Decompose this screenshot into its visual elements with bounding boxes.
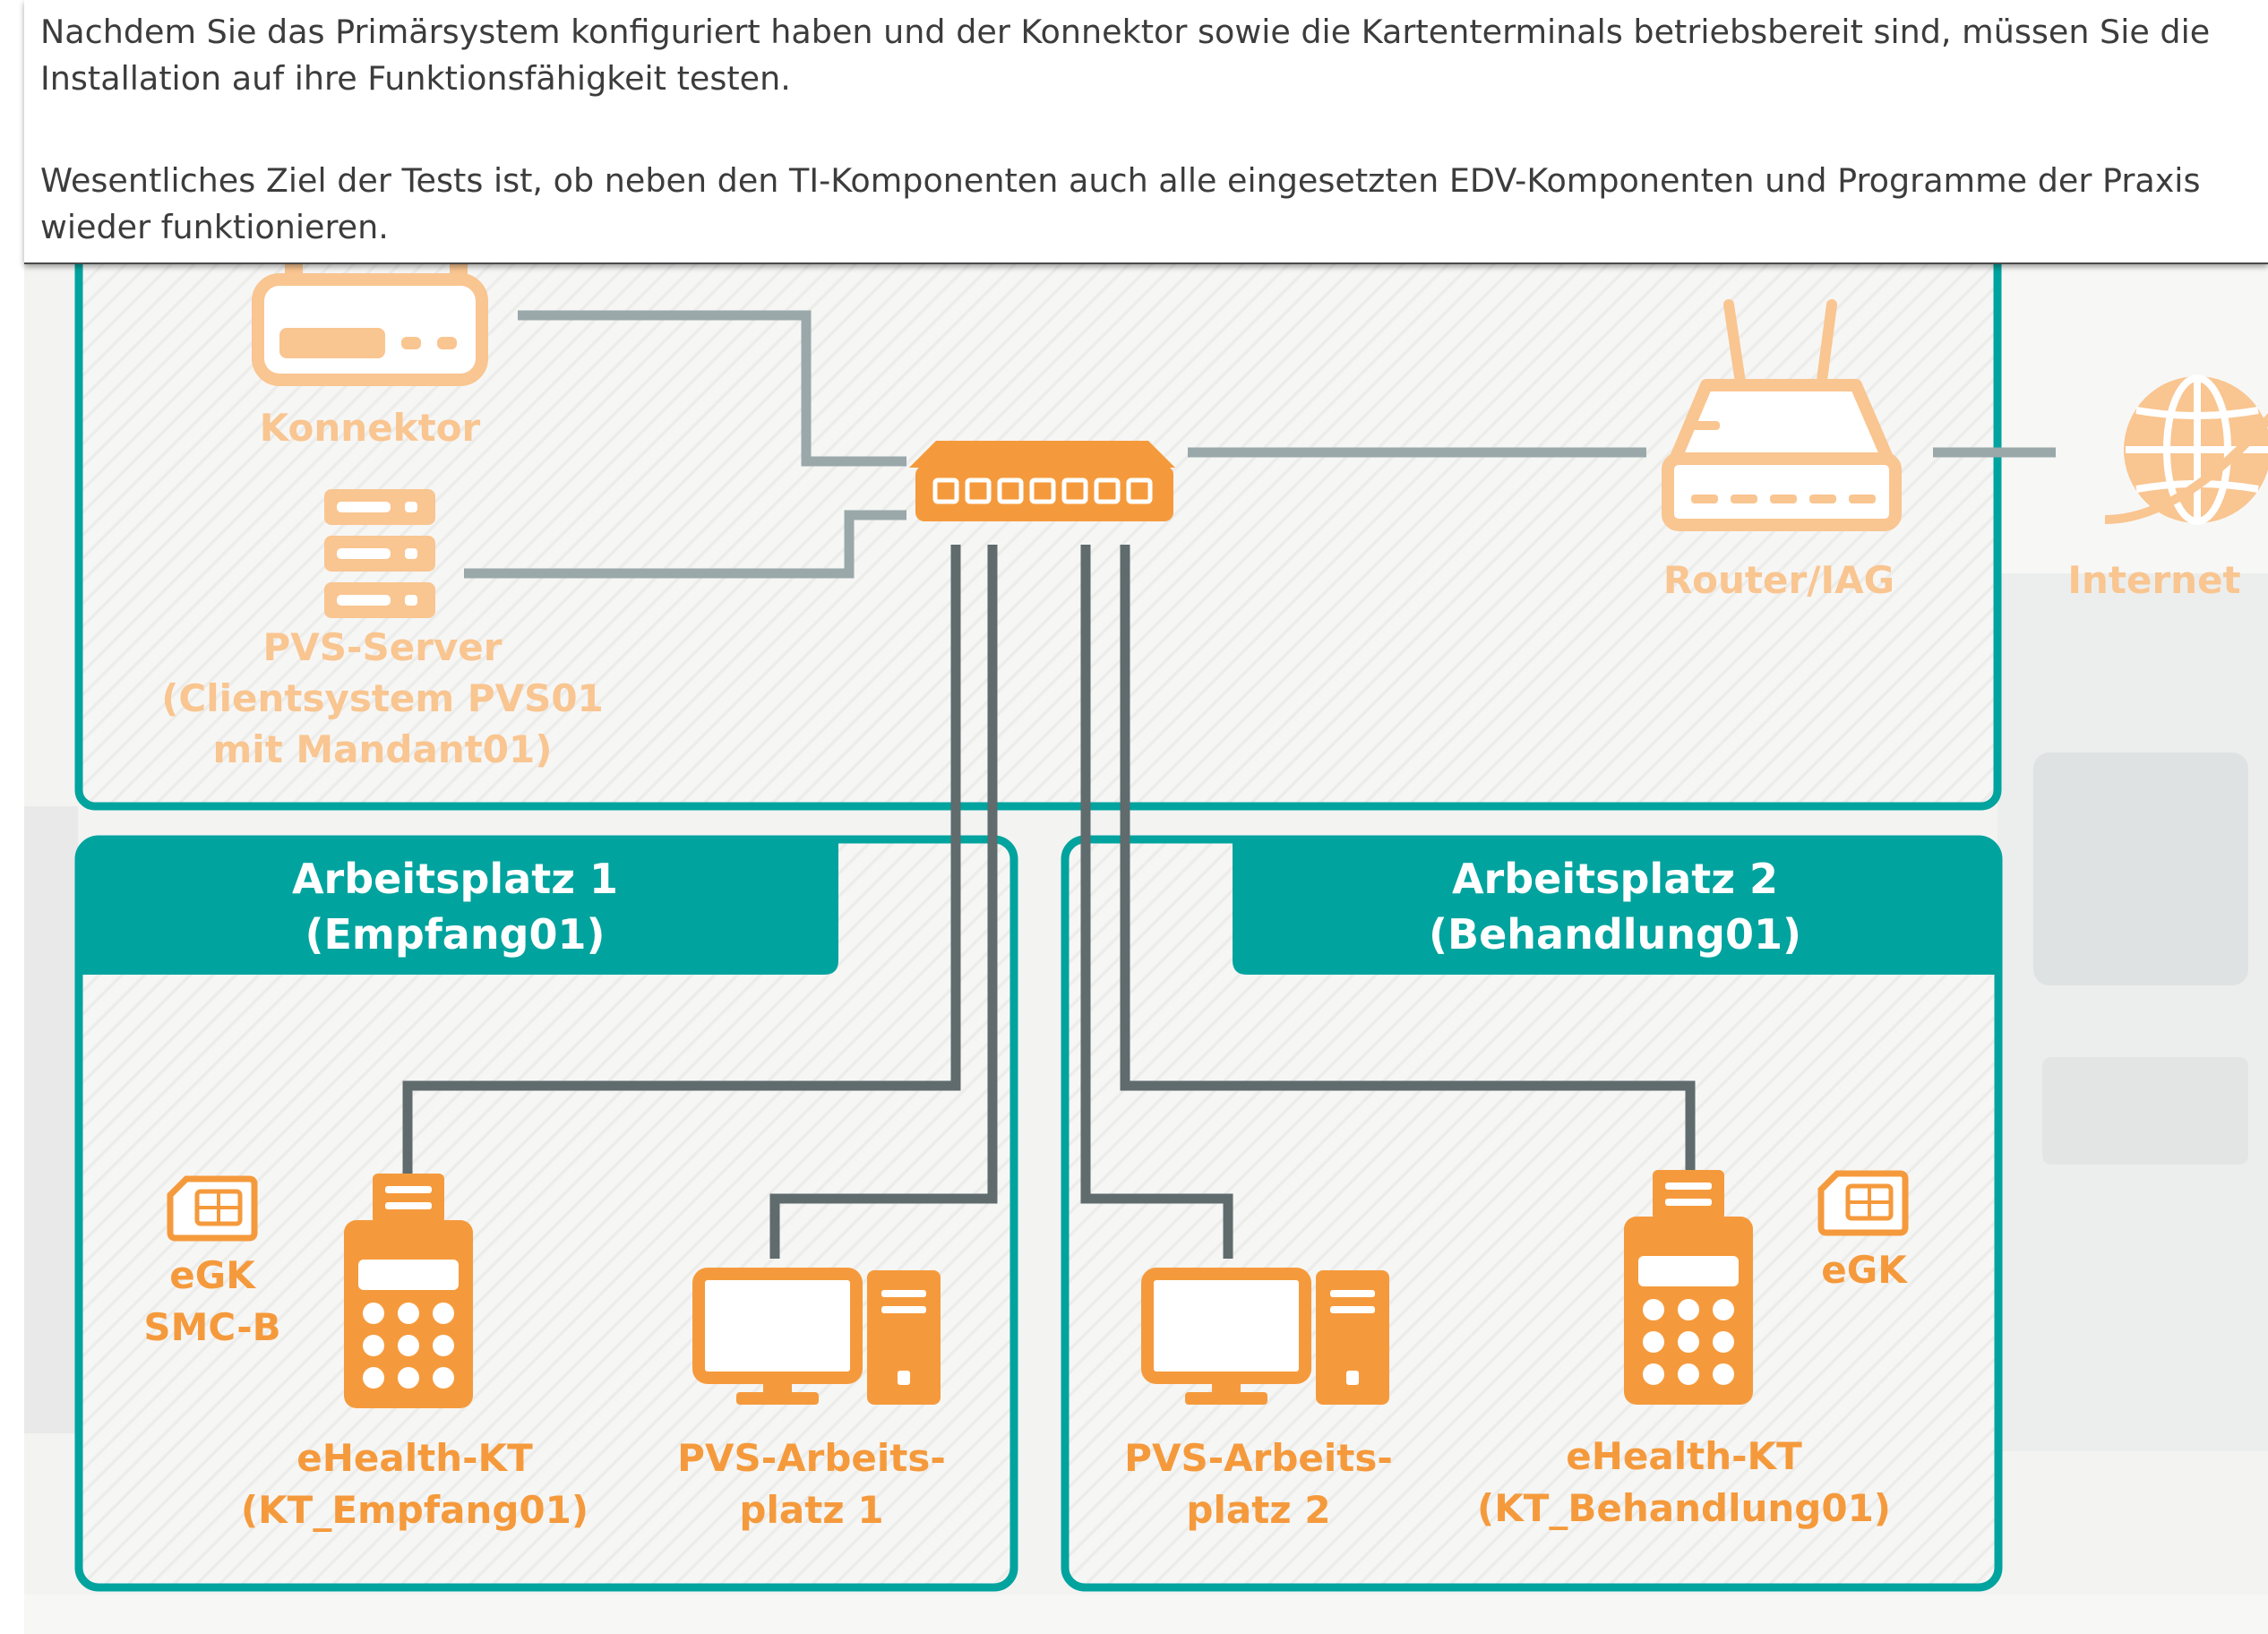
konnektor-label: Konnektor xyxy=(260,406,481,450)
wp1-terminal-label-2: (KT_Empfang01) xyxy=(241,1488,588,1532)
cables-top xyxy=(464,310,2056,579)
pvs-server-label-1: PVS-Server xyxy=(263,625,503,669)
workplace-2-header xyxy=(1233,839,1998,975)
wp1-cards-label-1: eGK xyxy=(169,1253,256,1297)
card-terminal-icon xyxy=(344,1174,473,1408)
wp1-terminal-label-1: eHealth-KT xyxy=(296,1436,533,1480)
intro-paragraph-2: Wesentliches Ziel der Tests ist, ob nebe… xyxy=(40,161,2201,246)
server-icon xyxy=(324,489,435,618)
network-switch-icon xyxy=(909,441,1175,521)
konnektor-icon xyxy=(252,249,488,386)
wp2-terminal-label-1: eHealth-KT xyxy=(1566,1434,1802,1478)
wp2-workstation-label-1: PVS-Arbeits- xyxy=(1124,1436,1393,1480)
wp1-workstation-label-2: platz 1 xyxy=(739,1488,883,1532)
pvs-server-label-2: (Clientsystem PVS01 xyxy=(161,676,604,720)
cables-workplaces xyxy=(402,545,1696,1259)
wp2-workstation-label-2: platz 2 xyxy=(1186,1488,1330,1532)
globe-icon xyxy=(2104,374,2268,525)
wp2-terminal-label-2: (KT_Behandlung01) xyxy=(1477,1486,1891,1530)
wp1-cards-label-2: SMC-B xyxy=(143,1305,280,1349)
intro-paragraph-1: Nachdem Sie das Primärsystem konfigurier… xyxy=(40,13,2211,98)
workplace-1-header xyxy=(79,839,838,975)
card-terminal-icon xyxy=(1624,1170,1753,1405)
desktop-computer-icon xyxy=(1141,1268,1389,1405)
smart-card-icon xyxy=(1817,1170,1909,1236)
pvs-server-label-3: mit Mandant01) xyxy=(213,727,553,771)
workplace-1-title: Arbeitsplatz 1 xyxy=(292,855,618,903)
smart-card-icon xyxy=(167,1175,258,1242)
wp2-cards-label-1: eGK xyxy=(1821,1248,1908,1292)
router-icon xyxy=(1662,299,1902,531)
router-label: Router/IAG xyxy=(1663,558,1894,602)
wp1-workstation-label-1: PVS-Arbeits- xyxy=(677,1436,946,1480)
workplace-2-subtitle: (Behandlung01) xyxy=(1429,910,1801,959)
desktop-computer-icon xyxy=(692,1268,941,1405)
workplace-1-subtitle: (Empfang01) xyxy=(305,910,605,959)
internet-label: Internet xyxy=(2067,558,2240,602)
intro-text-panel: Nachdem Sie das Primärsystem konfigurier… xyxy=(24,0,2268,264)
workplace-2-title: Arbeitsplatz 2 xyxy=(1452,855,1778,903)
